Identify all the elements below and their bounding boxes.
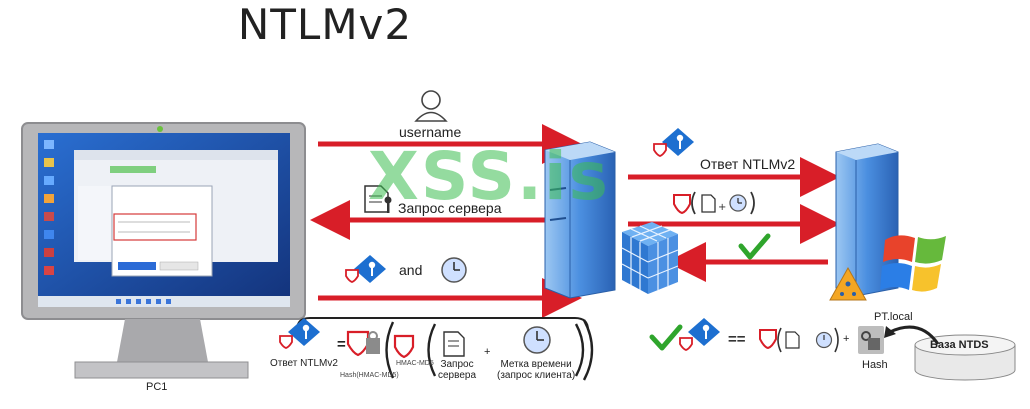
hash-lock-icon — [858, 326, 884, 354]
key-badge-icon — [279, 318, 320, 349]
clock-icon — [441, 257, 467, 283]
windows-logo-icon — [880, 235, 946, 292]
document-key-icon — [364, 185, 392, 213]
desktop-icons — [44, 140, 54, 275]
formula-server-request: Запрос сервера — [438, 359, 477, 381]
open-paren — [427, 323, 437, 377]
document-key-icon — [443, 331, 465, 357]
hmac-shield-icon — [393, 334, 415, 359]
flow-arrows — [310, 124, 840, 318]
page-title: NTLMv2 — [237, 0, 413, 49]
label-ntlm-response: Ответ NTLMv2 — [700, 156, 796, 172]
key-badge-icon — [345, 255, 386, 283]
database-cube-icon — [621, 222, 679, 294]
label-domain: PT.local — [874, 311, 913, 323]
open-paren — [385, 321, 395, 379]
check-icon — [649, 324, 683, 351]
hash-hmac-icon — [346, 330, 380, 357]
formula-hmac-md5: HMAC-MD5 — [396, 360, 434, 367]
formula-response: Ответ NTLMv2 — [270, 358, 338, 369]
hmac-request-time-icon — [759, 327, 839, 353]
hmac-request-time-icon: + — [673, 191, 755, 215]
clock-icon — [523, 326, 551, 354]
label-pc1: PC1 — [146, 381, 168, 393]
domain-controller-icon — [835, 143, 899, 297]
verify-eqeq: == — [728, 331, 746, 348]
ad-triangle-icon — [829, 266, 867, 301]
label-hash: Hash — [862, 359, 888, 371]
monitor-pc1 — [21, 122, 306, 379]
ntds-database-icon — [914, 334, 1016, 381]
curved-arrow — [884, 325, 940, 345]
label-server-request: Запрос сервера — [398, 200, 502, 216]
key-badge-icon — [653, 128, 694, 157]
formula-equals: = — [337, 336, 346, 353]
watermark: XSS.is — [368, 138, 610, 215]
formula-brace — [296, 317, 589, 331]
server-icon — [544, 141, 616, 299]
key-badge-icon — [679, 318, 720, 351]
svg-text:+: + — [718, 202, 726, 213]
label-username: username — [399, 124, 462, 140]
formula-plus: + — [484, 346, 491, 358]
verify-plus: + — [843, 333, 850, 345]
label-ntds: База NTDS — [930, 339, 989, 351]
check-icon — [738, 233, 771, 260]
user-icon — [414, 90, 448, 122]
close-paren — [582, 319, 594, 381]
formula-hash-hmac: Hash(HMAC-MD5) — [340, 372, 399, 379]
close-paren — [574, 323, 585, 377]
label-and: and — [399, 262, 423, 278]
formula-timestamp: Метка времени (запрос клиента) — [497, 359, 576, 381]
